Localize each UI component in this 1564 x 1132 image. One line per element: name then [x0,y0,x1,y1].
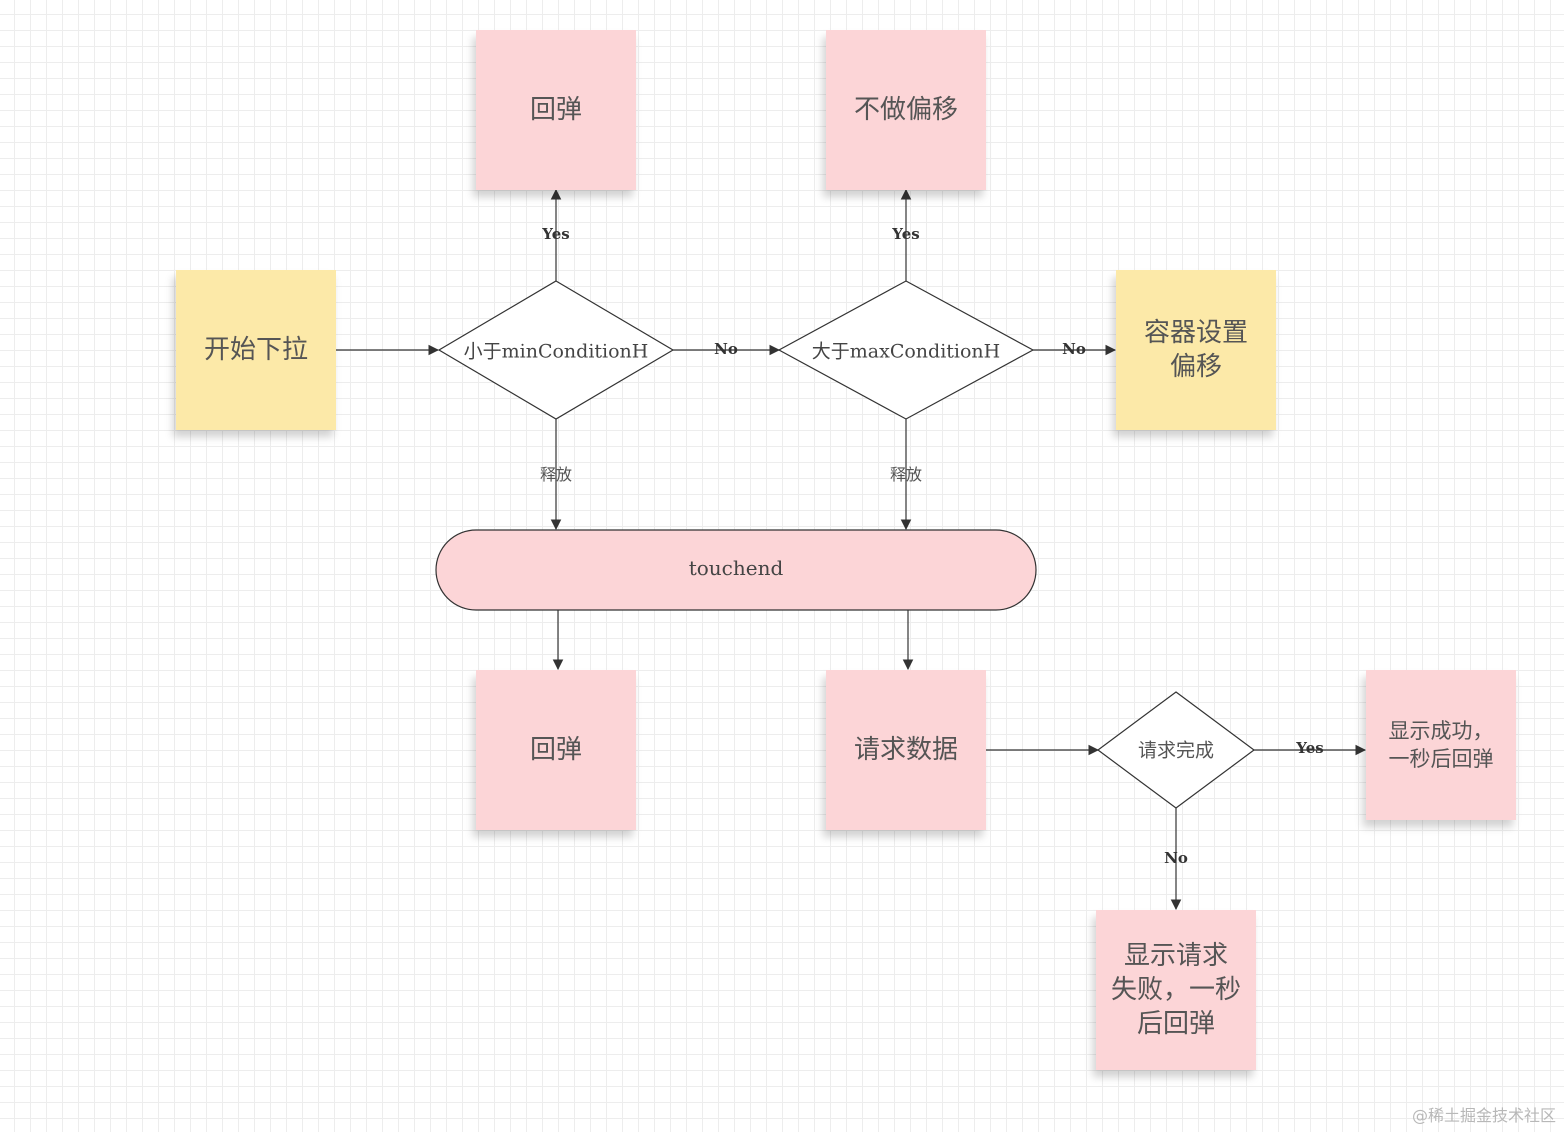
decision-max-text: 大于maxConditionH [811,340,1001,363]
node-success-text: 显示成功， 一秒后回弹 [1388,719,1494,771]
decision-done-text: 请求完成 [1137,739,1215,762]
edge-label-release-min: 释放 [539,465,573,484]
edge-label-yes-done: Yes [1296,739,1324,757]
edge-label-no-done: No [1164,849,1188,867]
touchend-shape[interactable] [435,529,1037,611]
edge-label-yes-min: Yes [542,225,570,243]
edge-label-release-max: 释放 [889,465,923,484]
touchend-text: touchend [688,556,784,580]
node-fail-text: 显示请求 失败，一秒 后回弹 [1110,941,1241,1039]
node-container-offset-text: 容器设置 偏移 [1143,318,1248,382]
node-bounce-top[interactable]: 回弹 [476,30,636,190]
node-fail[interactable]: 显示请求 失败，一秒 后回弹 [1096,910,1256,1070]
node-bounce-bottom-text: 回弹 [529,735,582,765]
edge-label-yes-max: Yes [892,225,920,243]
node-request-data[interactable]: 请求数据 [826,670,986,830]
edge-label-no-max: No [1062,340,1086,358]
node-success[interactable]: 显示成功， 一秒后回弹 [1366,670,1516,820]
node-no-offset-text: 不做偏移 [853,95,958,125]
node-no-offset[interactable]: 不做偏移 [826,30,986,190]
decision-max-shape[interactable] [777,280,1035,420]
node-bounce-top-text: 回弹 [529,95,582,125]
node-request-data-text: 请求数据 [853,735,958,765]
decision-done-shape[interactable] [1096,691,1256,809]
decision-min-text: 小于minConditionH [463,340,649,363]
node-start-text: 开始下拉 [203,335,308,365]
decision-min-shape[interactable] [437,280,675,420]
node-container-offset[interactable]: 容器设置 偏移 [1116,270,1276,430]
node-start[interactable]: 开始下拉 [176,270,336,430]
node-bounce-bottom[interactable]: 回弹 [476,670,636,830]
edge-label-no-min: No [714,340,738,358]
watermark: @稀土掘金技术社区 [1411,1106,1556,1125]
